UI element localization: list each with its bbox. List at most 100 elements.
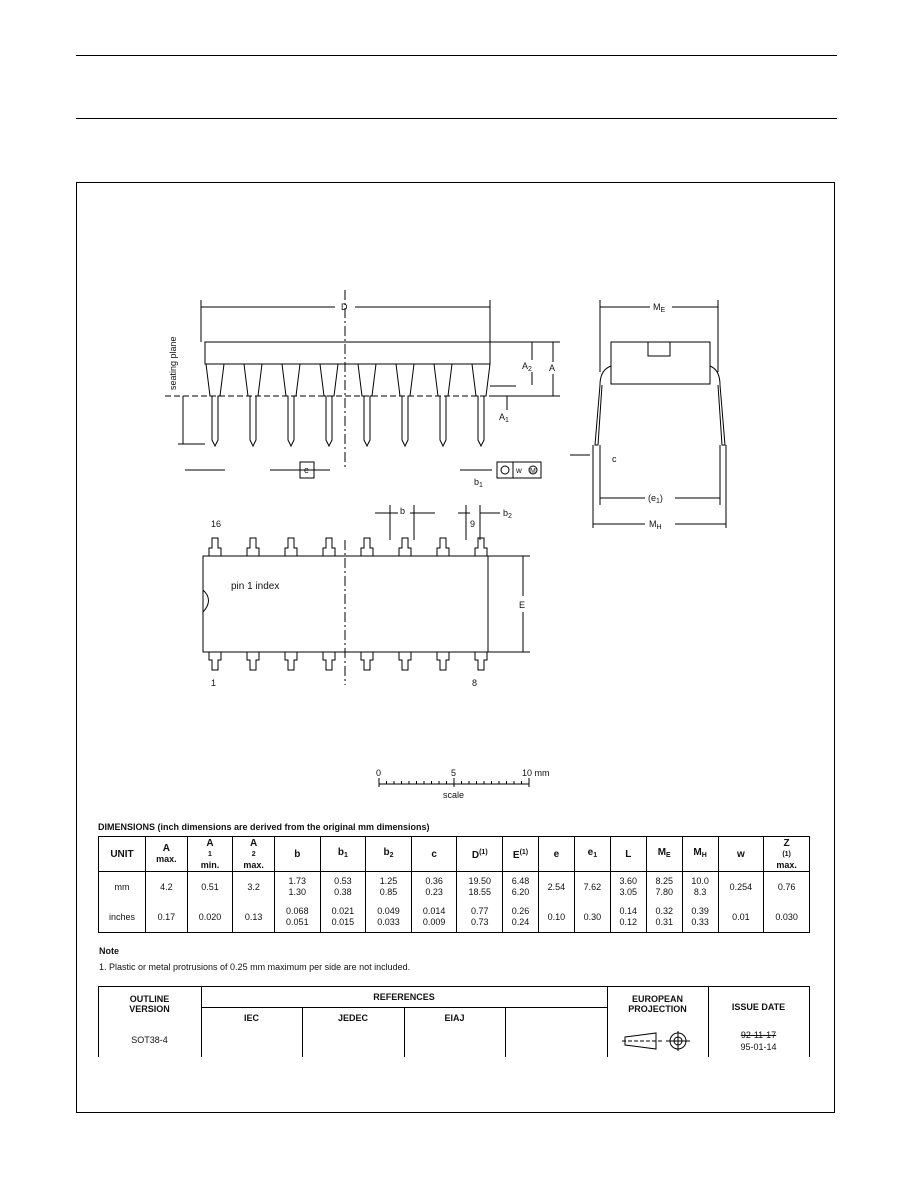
cell: 3.2 [232, 871, 275, 902]
label-pin-16: 16 [211, 519, 221, 529]
scale-label-0: 0 [376, 768, 381, 778]
dimensions-title: DIMENSIONS (inch dimensions are derived … [98, 822, 430, 832]
cell: 0.76 [763, 871, 810, 902]
side-lead [357, 363, 377, 448]
header-rule-bottom [76, 118, 837, 119]
header-b: b [274, 836, 321, 872]
header-e: e [537, 836, 575, 872]
label-E: E [519, 600, 525, 610]
header-Z: Z(1)max. [763, 836, 810, 872]
cell: 0.10 [537, 902, 575, 933]
cell: 0.51 [186, 871, 233, 902]
top-lead [284, 537, 298, 556]
label-pin-1: 1 [211, 678, 216, 688]
note-text: 1. Plastic or metal protrusions of 0.25 … [99, 962, 411, 972]
label-b2: b2 [503, 508, 512, 520]
cell: 0.17 [145, 902, 188, 933]
package-outline-frame [76, 182, 835, 1113]
top-lead [436, 537, 450, 556]
side-view-body [204, 341, 491, 365]
label-b1: b1 [474, 477, 483, 489]
label-A2: A2 [522, 361, 532, 373]
label-c: c [612, 454, 617, 464]
label-A1: A1 [499, 412, 509, 424]
cell-unit: inches [98, 902, 146, 933]
top-lead [360, 537, 374, 556]
label-MH: MH [649, 519, 662, 531]
cell: 0.13 [232, 902, 275, 933]
header-jedec: JEDEC [337, 1013, 368, 1023]
cell: 4.2 [145, 871, 188, 902]
outline-version-value: SOT38-4 [131, 1035, 168, 1045]
header-iec: IEC [243, 1013, 259, 1023]
header-E: E(1) [502, 836, 539, 872]
scale-caption: scale [443, 790, 464, 800]
top-lead [322, 537, 336, 556]
projection-symbol-icon [622, 1031, 690, 1051]
cell: 0.020 [186, 902, 233, 933]
side-lead [205, 363, 225, 448]
bottom-lead [322, 652, 336, 671]
header-unit: UNIT [98, 836, 146, 872]
bottom-lead [284, 652, 298, 671]
side-lead [395, 363, 415, 448]
cell: 0.01 [717, 902, 764, 933]
header-L: L [609, 836, 647, 872]
top-lead [474, 537, 488, 556]
cell: 0.030 [763, 902, 810, 933]
top-lead [398, 537, 412, 556]
label-pin-1-index: pin 1 index [231, 581, 279, 592]
header-references: REFERENCES [373, 992, 435, 1002]
label-e1: (e1) [648, 493, 663, 505]
label-pin-9: 9 [470, 519, 475, 529]
note-heading: Note [99, 946, 119, 956]
side-lead [433, 363, 453, 448]
top-lead [246, 537, 260, 556]
issue-date-old: 92-11-17 [740, 1030, 777, 1040]
label-D: D [341, 302, 348, 312]
scale-label-10: 10 mm [522, 768, 550, 778]
header-b2: b2 [365, 836, 412, 872]
header-issue-date: ISSUE DATE [731, 1002, 786, 1012]
label-ME: ME [653, 302, 666, 314]
top-lead [208, 537, 222, 556]
label-M: M [530, 468, 536, 475]
cell: 2.54 [537, 871, 575, 902]
bottom-lead [436, 652, 450, 671]
bottom-lead [246, 652, 260, 671]
label-w: w [515, 466, 522, 475]
header-rule-top [76, 55, 837, 56]
header-eiaj: EIAJ [444, 1013, 465, 1023]
label-e: e [304, 465, 309, 475]
header-D: D(1) [456, 836, 503, 872]
scale-label-5: 5 [451, 768, 456, 778]
cell-unit: mm [98, 871, 146, 902]
bottom-lead [474, 652, 488, 671]
label-A: A [549, 363, 555, 373]
side-lead [281, 363, 301, 448]
cell: 7.62 [573, 871, 611, 902]
